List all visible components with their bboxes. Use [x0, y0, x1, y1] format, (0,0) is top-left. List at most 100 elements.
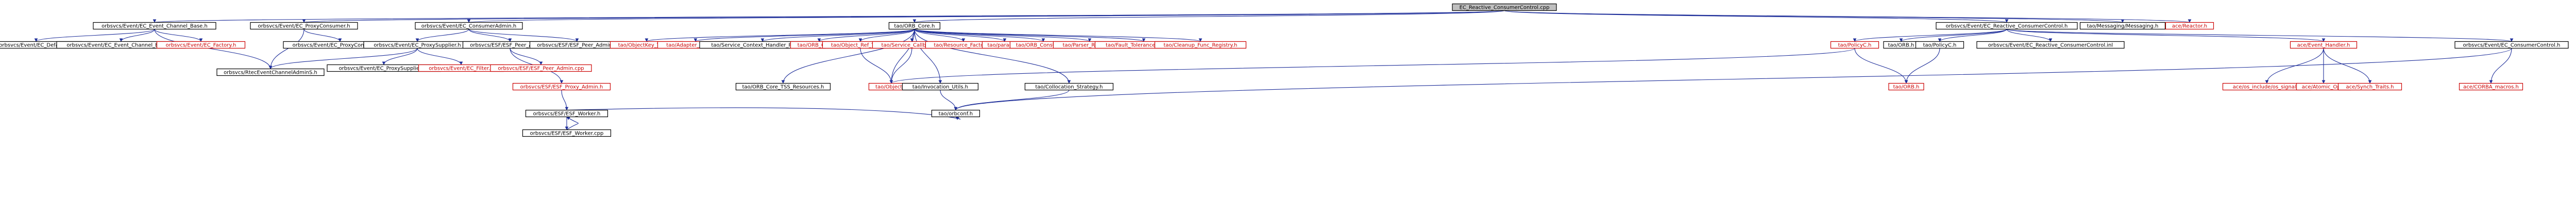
edge-ec_reactive_consumercontrol_h-to-ec_consumercontrol_h — [2006, 28, 2513, 42]
node-label: tao/ObjectKey_Table.h — [618, 43, 675, 48]
node-ace_reactor_h[interactable]: ace/Reactor.h — [2165, 22, 2214, 30]
edge-ec_consumeradmin_h-to-esf_peer_admin_h — [468, 29, 512, 42]
node-label: tao/ORB_Core_TSS_Resources.h — [742, 85, 824, 90]
node-ec_reactive_consumercontrol_h[interactable]: orbsvcs/Event/EC_Reactive_ConsumerContro… — [1936, 22, 2078, 30]
node-tao_collocation_strategy_h[interactable]: tao/Collocation_Strategy.h — [1024, 83, 1114, 91]
node-box — [2459, 83, 2523, 91]
node-label: tao/Resource_Factory.h — [934, 43, 993, 48]
edge-root-to-ace_reactor_h — [1504, 10, 2191, 23]
node-label: orbsvcs/ESF/ESF_Peer_Admin.cpp — [498, 66, 584, 72]
node-tao_orbconf_h[interactable]: tao/orbconf.h — [931, 109, 980, 118]
node-label: tao/Fault_Tolerance_Service.h — [1106, 43, 1182, 48]
node-ec_consumeradmin_h[interactable]: orbsvcs/Event/EC_ConsumerAdmin.h — [415, 22, 523, 30]
edge-tao_orb_core_h-to-tao_object_ref_table_h — [858, 29, 915, 42]
edge-ec_proxysupplier_h-to-ec_proxysupplier_inl — [382, 48, 418, 66]
node-label: orbsvcs/Event/EC_Factory.h — [166, 43, 236, 48]
edge-ace_event_handler_h-to-ace_synch_traits_h — [2323, 48, 2372, 84]
node-label: tao/Service_Context_Handler_Registry.h — [711, 43, 814, 48]
node-tao_orb_core_tss_resources_h[interactable]: tao/ORB_Core_TSS_Resources.h — [735, 83, 831, 91]
node-ec_event_channel_base_h[interactable]: orbsvcs/Event/EC_Event_Channel_Base.h — [93, 22, 216, 30]
node-tao_policyc_h_a[interactable]: tao/PolicyC.h — [1830, 41, 1879, 49]
node-label: tao/Object_Ref_Table.h — [831, 43, 890, 48]
node-tao_orb_h2[interactable]: tao/ORB.h — [1888, 83, 1924, 91]
edge-tao_object_ref_table_h-to-tao_object_h — [860, 48, 893, 84]
node-box — [1452, 3, 1557, 11]
node-box — [1915, 41, 1964, 49]
node-tao_invocation_utils_h[interactable]: tao/Invocation_Utils.h — [902, 83, 979, 91]
nodes-layer: EC_Reactive_ConsumerControl.cpp orbsvcs/E… — [0, 3, 2569, 137]
node-ace_corba_macros_h[interactable]: ace/CORBA_macros.h — [2459, 83, 2523, 91]
node-box — [512, 83, 611, 91]
edge-ec_consumercontrol_h-to-tao_orbconf_h — [954, 48, 2512, 111]
edge-tao_orb_core_h-to-tao_objectkey_table_h — [645, 28, 915, 42]
node-label: tao/ORB.h — [1893, 85, 1920, 90]
node-box — [2165, 22, 2214, 30]
node-label: tao/PolicyC.h — [1923, 43, 1957, 48]
node-box — [525, 109, 608, 118]
edge-root-to-ec_reactive_consumercontrol_h — [1504, 10, 2008, 23]
node-ace_event_handler_h[interactable]: ace/Event_Handler.h — [2290, 41, 2358, 49]
node-tao_orb_h[interactable]: tao/ORB.h — [1883, 41, 1919, 49]
node-rtec_event_channel_admin_s_h[interactable]: orbsvcs/RtecEventChannelAdminS.h — [216, 68, 325, 76]
edge-tao_policyc_h_a-to-tao_orb_h2 — [1854, 48, 1908, 84]
node-label: ace/Event_Handler.h — [2297, 43, 2350, 48]
node-box — [735, 83, 831, 91]
node-tao_cleanup_func_registry_h[interactable]: tao/Cleanup_Func_Registry.h — [1154, 41, 1247, 49]
node-ec_proxyconsumer_h[interactable]: orbsvcs/Event/EC_ProxyConsumer.h — [250, 22, 358, 30]
edge-tao_orb_core_h-to-tao_params_h — [914, 28, 1007, 42]
node-ace_synch_traits_h[interactable]: ace/Synch_Traits.h — [2337, 83, 2402, 91]
node-label: tao/Object.h — [875, 85, 907, 90]
node-label: tao/ORB_Constants.h — [1016, 43, 1071, 48]
node-root[interactable]: EC_Reactive_ConsumerControl.cpp — [1452, 3, 1557, 11]
node-label: tao/Invocation_Utils.h — [912, 85, 968, 90]
node-box — [2079, 22, 2166, 30]
node-esf_peer_admin_cpp[interactable]: orbsvcs/ESF/ESF_Peer_Admin.cpp — [490, 64, 592, 72]
edge-ec_reactive_consumercontrol_h-to-tao_policyc_h_b — [1938, 28, 2007, 42]
edge-tao_orb_core_h-to-tao_service_context_handler_registry_h — [760, 28, 915, 42]
node-box — [1936, 22, 2078, 30]
node-box — [1976, 41, 2125, 49]
node-tao_orb_core_h[interactable]: tao/ORB_Core.h — [888, 22, 941, 30]
node-box — [902, 83, 979, 91]
node-label: orbsvcs/Event/EC_ProxySupplier.inl — [339, 66, 429, 72]
node-label: ace/CORBA_macros.h — [2463, 85, 2519, 90]
edge-ec_consumeradmin_h-to-ec_proxysupplier_h — [415, 29, 469, 42]
node-label: tao/ORB_Core.h — [894, 24, 935, 29]
node-ec_reactive_consumercontrol_inl[interactable]: orbsvcs/Event/EC_Reactive_ConsumerContro… — [1976, 41, 2125, 49]
node-label: EC_Reactive_ConsumerControl.cpp — [1460, 5, 1550, 11]
edge-ec_reactive_consumercontrol_h-to-tao_orb_h — [1899, 28, 2007, 42]
edge-ec_proxyconsumer_h-to-rtec_event_channel_admin_s_h — [268, 29, 304, 70]
node-ec_factory_h[interactable]: orbsvcs/Event/EC_Factory.h — [156, 41, 246, 49]
node-label: tao/ORB.h — [1888, 43, 1914, 48]
node-box — [2454, 41, 2569, 49]
node-ec_proxysupplier_h[interactable]: orbsvcs/Event/EC_ProxySupplier.h — [363, 41, 471, 49]
edge-tao_orb_core_h-to-tao_fault_tolerance_service_h — [914, 28, 1146, 42]
edge-tao_orb_core_h-to-tao_orb_core_tss_resources_h — [781, 29, 915, 84]
node-label: tao/Cleanup_Func_Registry.h — [1163, 43, 1237, 48]
edge-tao_orb_core_h-to-tao_object_h — [889, 29, 915, 84]
node-label: ace/os_include/os_signal.h — [2233, 85, 2301, 90]
node-label: ace/Reactor.h — [2172, 24, 2207, 29]
edge-tao_invocation_utils_h-to-tao_orbconf_h — [940, 90, 958, 111]
node-label: orbsvcs/Event/EC_Reactive_ConsumerContro… — [1946, 24, 2068, 29]
node-box — [1830, 41, 1879, 49]
edge-tao_policyc_h_a-to-tao_object_h — [890, 48, 1855, 84]
node-tao_messaging_h[interactable]: tao/Messaging/Messaging.h — [2079, 22, 2166, 30]
edge-esf_worker_h-to-tao_orbconf_h — [566, 107, 961, 120]
edge-root-to-ec_proxyconsumer_h — [302, 10, 1505, 23]
node-label: tao/Adapter_Registry.h — [666, 43, 724, 48]
node-label: orbsvcs/ESF/ESF_Worker.h — [533, 111, 601, 117]
node-tao_policyc_h_b[interactable]: tao/PolicyC.h — [1915, 41, 1964, 49]
edge-root-to-tao_orb_core_h — [913, 10, 1505, 23]
node-ec_consumercontrol_h[interactable]: orbsvcs/Event/EC_ConsumerControl.h — [2454, 41, 2569, 49]
node-esf_proxy_admin_h[interactable]: orbsvcs/ESF/ESF_Proxy_Admin.h — [512, 83, 611, 91]
node-esf_worker_h[interactable]: orbsvcs/ESF/ESF_Worker.h — [525, 109, 608, 118]
node-ace_os_include_signal_h[interactable]: ace/os_include/os_signal.h — [2222, 83, 2312, 91]
edge-ec_proxysupplier_h-to-ec_filter_h — [417, 48, 463, 66]
node-label: tao/Service_Callbacks.h — [882, 43, 943, 48]
node-label: tao/params.h — [988, 43, 1022, 48]
node-esf_worker_cpp[interactable]: orbsvcs/ESF/ESF_Worker.cpp — [522, 129, 612, 137]
node-box — [1154, 41, 1247, 49]
node-box — [156, 41, 246, 49]
edge-ec_event_channel_base_h-to-ec_defaults_h — [34, 28, 155, 42]
